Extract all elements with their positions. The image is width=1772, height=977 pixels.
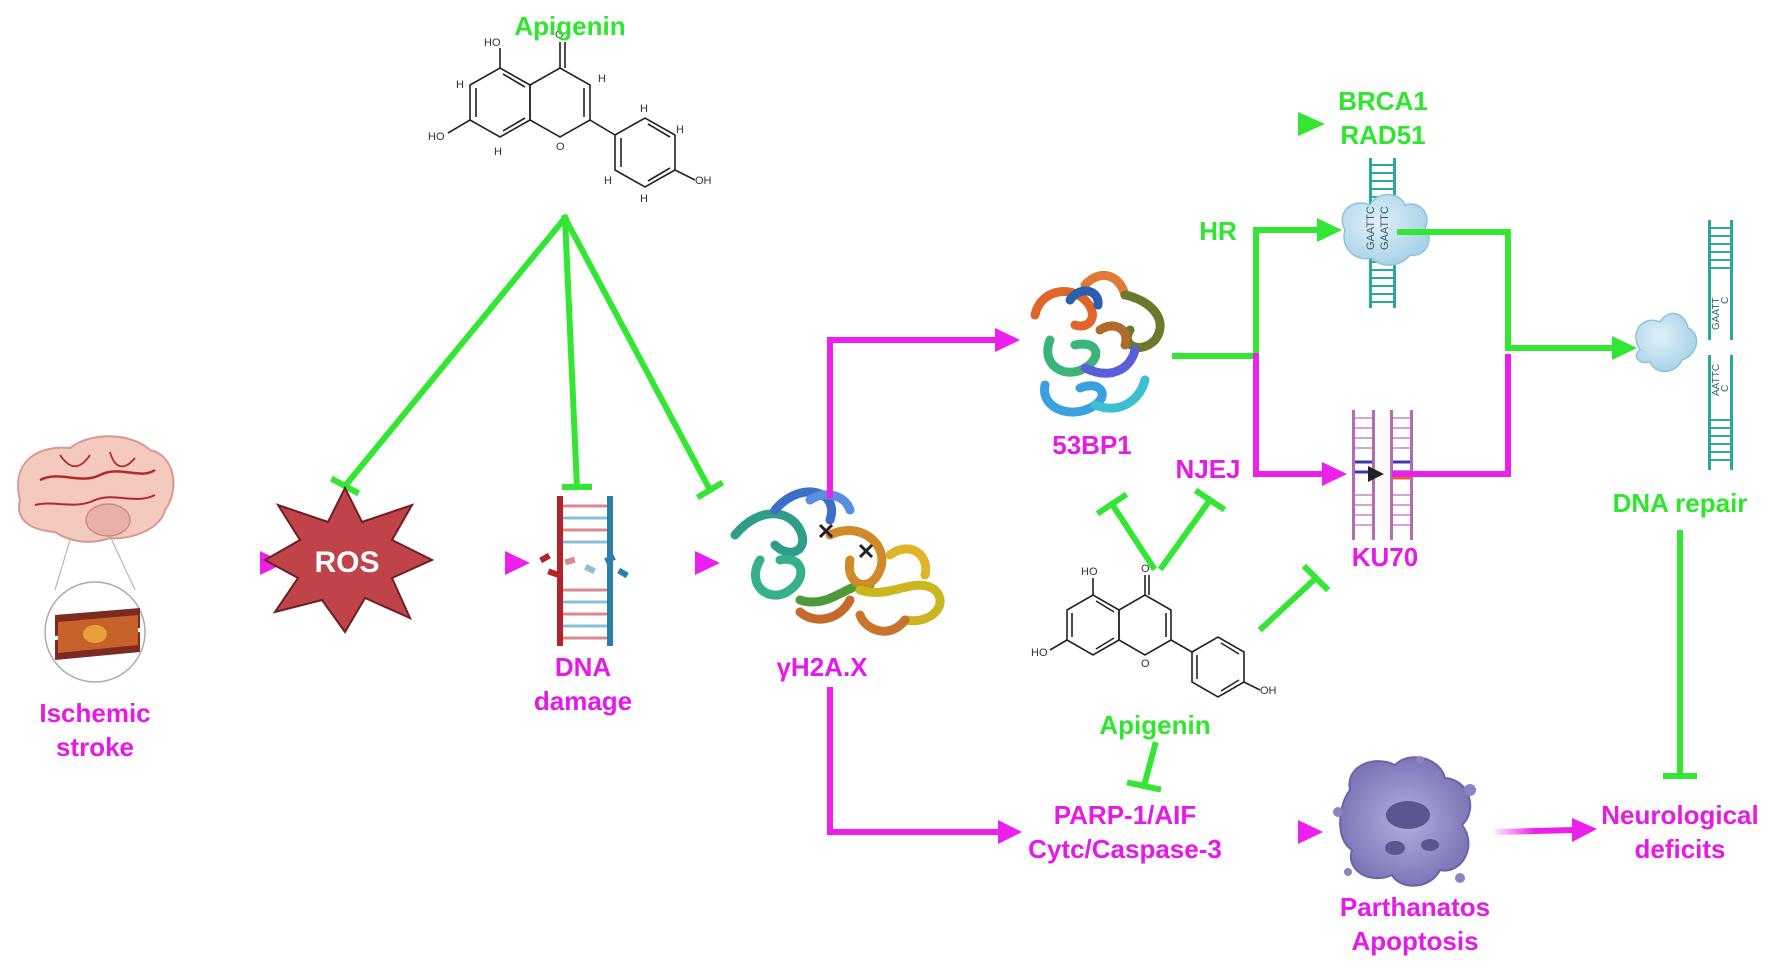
- atom-h: H: [604, 175, 612, 187]
- arrow-h2ax-to-53bp1: [827, 337, 1001, 498]
- atom-ho: HO: [1081, 566, 1098, 578]
- parp-label-1: PARP-1/AIF: [1054, 800, 1197, 830]
- brca1-label: BRCA1: [1338, 86, 1428, 116]
- arrow-head: [998, 820, 1022, 844]
- ku70-label: KU70: [1352, 542, 1418, 572]
- arrow-njej-path: [1253, 353, 1328, 477]
- atom-ho: HO: [428, 131, 445, 143]
- apigenin-mid-label: Apigenin: [1099, 710, 1210, 740]
- atom-o: O: [555, 29, 564, 41]
- atom-o: O: [1141, 563, 1150, 575]
- atom-oh: OH: [695, 175, 712, 187]
- arrow-head: [695, 551, 720, 575]
- atom-h: H: [494, 146, 502, 158]
- arrow-head: [1298, 112, 1325, 136]
- atom-ho: HO: [1031, 647, 1048, 659]
- arrow-head: [1317, 218, 1342, 242]
- repair-seq-bottom-c: C: [1720, 385, 1731, 392]
- arrow-cell-to-deficits: [1494, 827, 1576, 835]
- atom-o: O: [556, 141, 565, 153]
- dna-damage-label-1: DNA: [555, 652, 612, 682]
- h2ax-protein-structure: [730, 487, 945, 636]
- parp-label-2: Cytc/Caspase-3: [1028, 834, 1222, 864]
- atom-ho: HO: [484, 37, 501, 49]
- h2ax-ligands: [818, 523, 874, 559]
- apoptosis-label: Apoptosis: [1351, 926, 1478, 956]
- atom-h: H: [640, 103, 648, 115]
- apoptotic-cell-icon: [1333, 756, 1476, 887]
- atom-oh: OH: [1260, 685, 1277, 697]
- atom-o: O: [1141, 658, 1150, 670]
- arrow-head: [505, 551, 530, 575]
- repaired-dna-icon: GAATT C AATTC C: [1635, 220, 1733, 470]
- dna-repair-label: DNA repair: [1613, 488, 1748, 518]
- ros-label: ROS: [314, 546, 379, 579]
- atom-h: H: [640, 193, 648, 205]
- brain-illustration: [17, 435, 175, 591]
- arrow-hr-path: [1253, 227, 1323, 359]
- ischemic-stroke-label-1: Ischemic: [39, 698, 150, 728]
- hr-strand-seq-2: GAATTC: [1379, 206, 1391, 250]
- apigenin-mid-inhibitions: [1095, 487, 1331, 793]
- hr-dna-repair-icon: GAATTC GAATTC: [1341, 158, 1430, 308]
- arrow-head: [995, 328, 1020, 352]
- repair-seq-top-c: C: [1720, 297, 1731, 304]
- rad51-label: RAD51: [1340, 120, 1425, 150]
- arrow-h2ax-to-parp: [827, 687, 1003, 835]
- repair-seq-bottom: AATTC: [1711, 364, 1722, 396]
- atom-h: H: [676, 124, 684, 136]
- apigenin-inhibition-lines: [329, 213, 725, 501]
- apigenin-structure-top: O HO HO O OH H H H H H H H: [428, 29, 712, 205]
- njej-label: NJEJ: [1175, 454, 1240, 484]
- hr-strand-seq-1: GAATTC: [1365, 206, 1377, 250]
- apigenin-top-label: Apigenin: [514, 11, 625, 41]
- 53bp1-label: 53BP1: [1052, 430, 1132, 460]
- dna-damage-label-2: damage: [534, 686, 632, 716]
- 53bp1-protein-structure: [1030, 271, 1165, 417]
- atom-h: H: [598, 73, 606, 85]
- arrow-head: [1572, 818, 1597, 842]
- apigenin-structure-mid: O HO HO O OH: [1031, 563, 1277, 698]
- damaged-dna-icon: [539, 496, 629, 646]
- arrow-head: [1322, 462, 1347, 486]
- arrow-hr-to-repair: [1397, 229, 1618, 351]
- hr-label: HR: [1199, 216, 1237, 246]
- neurological-label-2: deficits: [1634, 834, 1725, 864]
- parthanatos-label: Parthanatos: [1340, 892, 1490, 922]
- arrow-head: [1298, 820, 1323, 844]
- ros-burst-icon: [262, 485, 435, 634]
- arrow-head: [1612, 336, 1637, 360]
- atom-h: H: [456, 79, 464, 91]
- ischemic-stroke-label-2: stroke: [56, 732, 134, 762]
- neurological-label-1: Neurological: [1601, 800, 1758, 830]
- blood-vessel-clot-icon: [44, 581, 146, 683]
- repair-seq-top: GAATT: [1711, 297, 1722, 330]
- h2ax-label: γH2A.X: [776, 652, 868, 682]
